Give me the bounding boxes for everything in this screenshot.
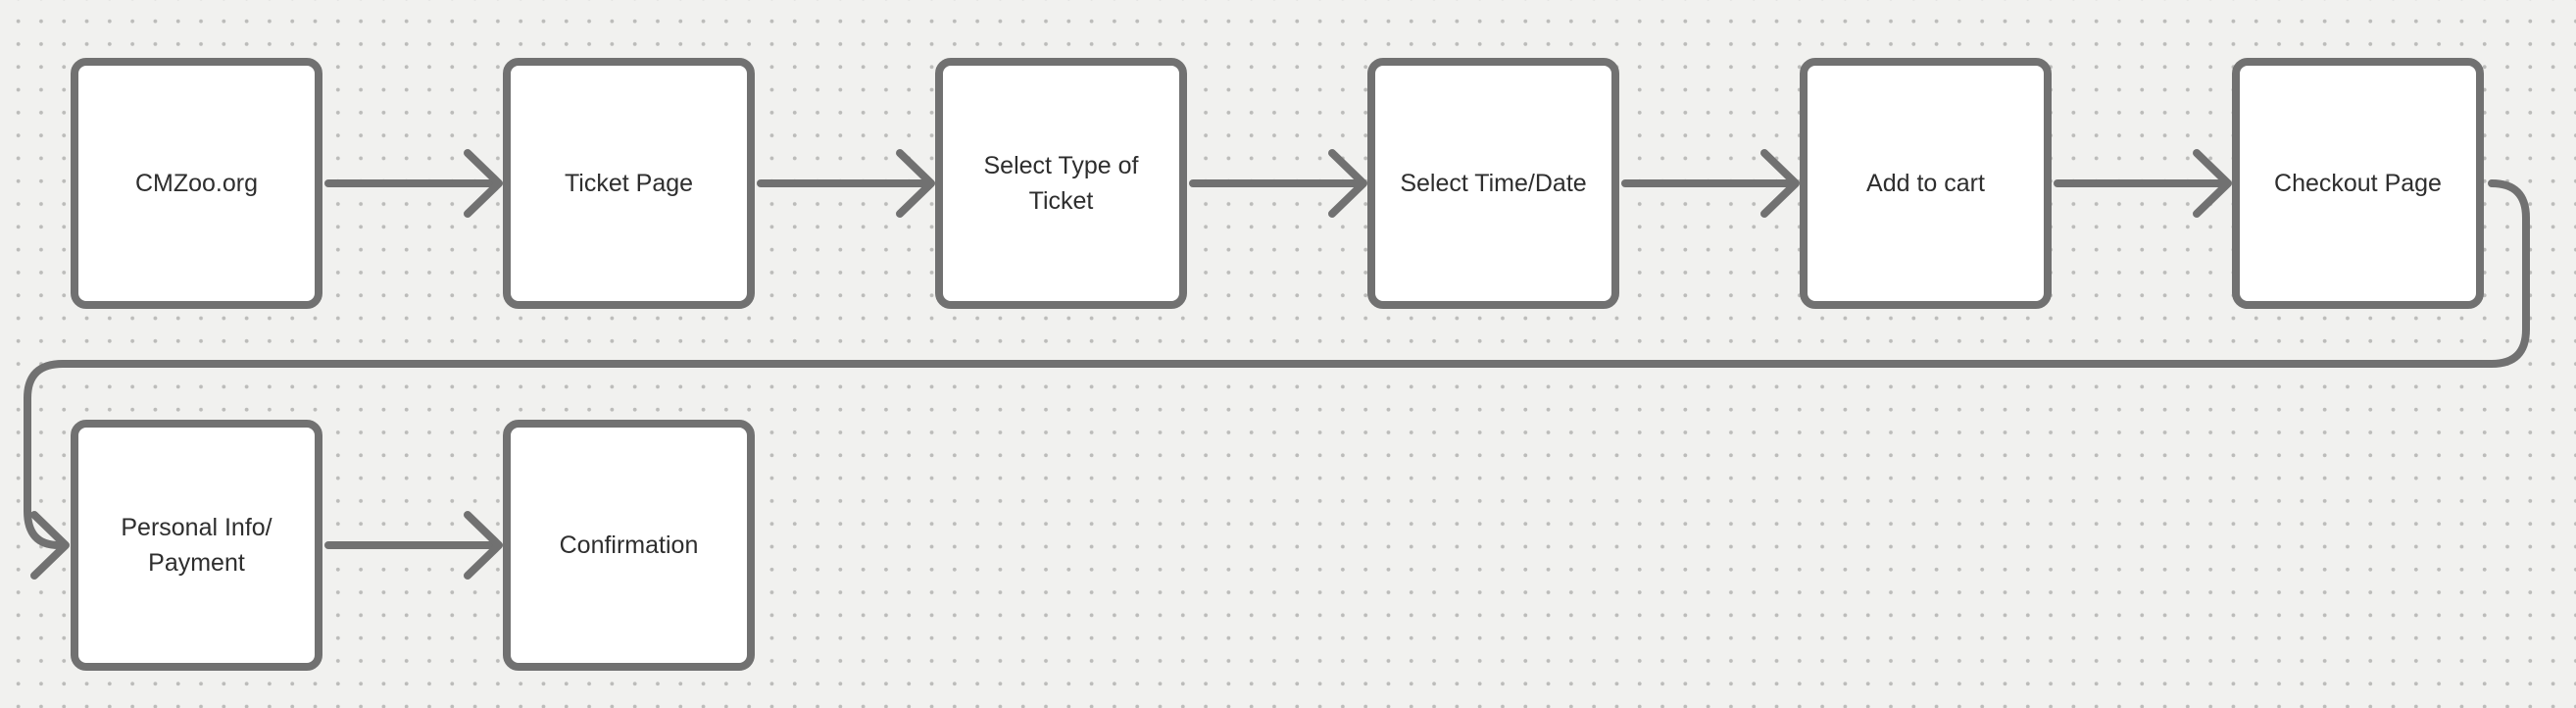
- node-ticket-page[interactable]: Ticket Page: [503, 58, 755, 309]
- node-label: Select Time/Date: [1400, 170, 1587, 197]
- arrowhead-icon: [30, 511, 70, 580]
- edge-cmzoo-org-to-ticket-page[interactable]: [324, 149, 503, 218]
- arrowhead-icon: [1760, 149, 1800, 218]
- arrowhead-icon: [1328, 149, 1367, 218]
- edge-checkout-page-to-personal-info-payment[interactable]: [24, 179, 2530, 580]
- node-confirmation[interactable]: Confirmation: [503, 420, 755, 671]
- node-label: Confirmation: [559, 531, 699, 559]
- node-select-time-date[interactable]: Select Time/Date: [1367, 58, 1619, 309]
- edge-ticket-page-to-select-type-of-ticket[interactable]: [757, 149, 935, 218]
- node-label: Select Type of Ticket: [983, 152, 1139, 215]
- node-label: Ticket Page: [564, 170, 694, 197]
- node-checkout-page[interactable]: Checkout Page: [2232, 58, 2484, 309]
- arrowhead-icon: [896, 149, 935, 218]
- edge-add-to-cart-to-checkout-page[interactable]: [2054, 149, 2232, 218]
- node-label: Checkout Page: [2274, 170, 2442, 197]
- arrowhead-icon: [464, 149, 503, 218]
- node-personal-info-payment[interactable]: Personal Info/ Payment: [71, 420, 322, 671]
- node-cmzoo-org[interactable]: CMZoo.org: [71, 58, 322, 309]
- edge-select-time-date-to-add-to-cart[interactable]: [1621, 149, 1800, 218]
- edge-select-type-of-ticket-to-select-time-date[interactable]: [1189, 149, 1367, 218]
- node-label: CMZoo.org: [134, 170, 259, 197]
- node-label: Add to cart: [1866, 170, 1985, 197]
- node-select-type-of-ticket[interactable]: Select Type of Ticket: [935, 58, 1187, 309]
- node-add-to-cart[interactable]: Add to cart: [1800, 58, 2052, 309]
- arrowhead-icon: [2193, 149, 2232, 218]
- node-label: Personal Info/ Payment: [121, 514, 272, 577]
- arrowhead-icon: [464, 511, 503, 580]
- edge-personal-info-payment-to-confirmation[interactable]: [324, 511, 503, 580]
